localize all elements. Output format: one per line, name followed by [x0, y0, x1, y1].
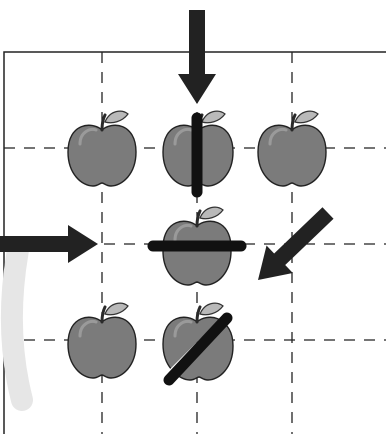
arrows [0, 10, 334, 280]
arrow-down-icon [178, 10, 216, 104]
leaf [104, 110, 129, 124]
leaf [199, 302, 224, 316]
arrow-right-icon [0, 225, 98, 263]
apple-icon [67, 110, 137, 187]
arrow-down-left-icon [258, 207, 334, 280]
apples [67, 110, 327, 386]
stem [195, 305, 202, 324]
apple-icon [67, 302, 137, 379]
leaf [201, 110, 226, 124]
apple-icon [147, 206, 247, 286]
leaf [199, 206, 224, 220]
stem [290, 113, 297, 132]
apple-icon [162, 110, 234, 198]
apple-icon [162, 302, 234, 386]
stem [100, 113, 107, 132]
stem [195, 209, 202, 228]
background-arc [0, 239, 33, 411]
leaf [104, 302, 129, 316]
leaf [294, 110, 319, 124]
knife-cut-icon [163, 312, 233, 386]
apple-icon [257, 110, 327, 187]
stem [100, 305, 107, 324]
